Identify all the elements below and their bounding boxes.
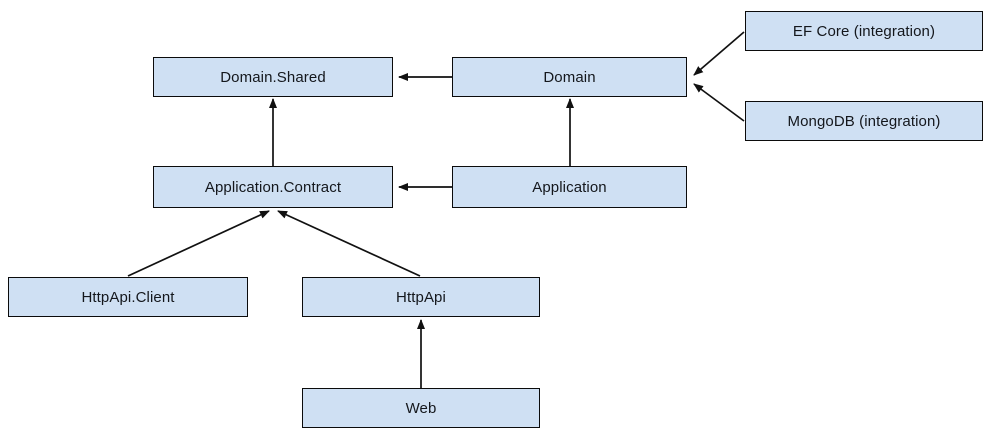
node-label-domain: Domain [543,68,596,86]
edge-mongodb-to-domain [693,83,745,122]
node-label-httpapi: HttpApi [396,288,446,306]
node-label-ef-core: EF Core (integration) [792,22,936,40]
edge-httpapi-client-to-application-contract [127,210,270,277]
edge-ef-core-to-domain [693,31,745,76]
node-label-domain-shared: Domain.Shared [220,68,326,86]
node-label-web: Web [405,399,437,417]
node-web[interactable]: Web [302,388,540,428]
node-mongodb[interactable]: MongoDB (integration) [745,101,983,141]
node-httpapi-client[interactable]: HttpApi.Client [8,277,248,317]
node-domain-shared[interactable]: Domain.Shared [153,57,393,97]
node-domain[interactable]: Domain [452,57,687,97]
node-ef-core[interactable]: EF Core (integration) [745,11,983,51]
edge-httpapi-to-application-contract [277,210,421,277]
node-label-httpapi-client: HttpApi.Client [81,288,175,306]
node-label-mongodb: MongoDB (integration) [787,112,941,130]
node-label-application-contract: Application.Contract [204,178,342,196]
node-label-application: Application [532,178,607,196]
node-application[interactable]: Application [452,166,687,208]
node-application-contract[interactable]: Application.Contract [153,166,393,208]
node-httpapi[interactable]: HttpApi [302,277,540,317]
